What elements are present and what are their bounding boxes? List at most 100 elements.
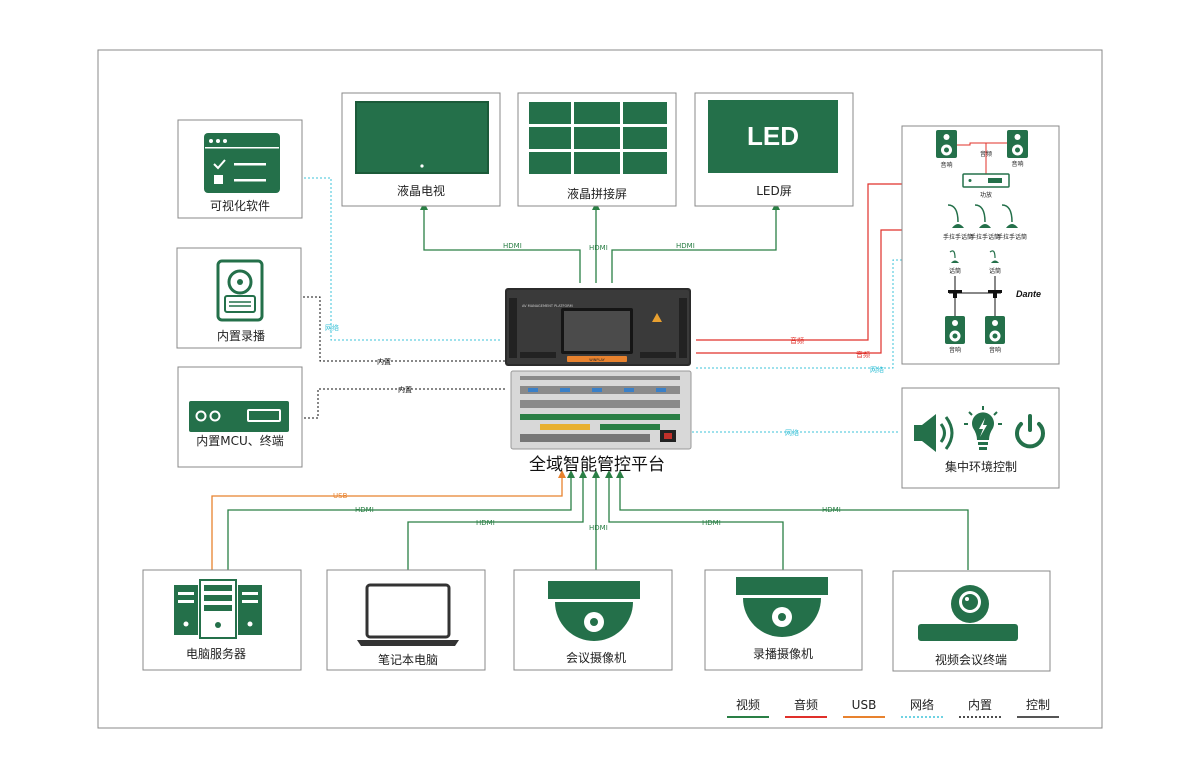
rack-brand: WINPLAY xyxy=(589,358,605,362)
mic2-label-2: 话筒 xyxy=(989,267,1001,275)
dome-camera-icon xyxy=(736,577,828,637)
builtin-line-mcu xyxy=(302,388,505,419)
legend-label: 视频 xyxy=(736,697,760,712)
gooseneck-mic-icon xyxy=(947,204,1013,223)
tag-audio-1: 音频 xyxy=(790,336,804,345)
tag-network-env: 网络 xyxy=(785,428,799,437)
speaker-icon xyxy=(985,316,1005,344)
tag-hdmi-3: HDMI xyxy=(676,242,695,250)
tag-hdmi-terminal: HDMI xyxy=(822,506,841,514)
speaker-icon xyxy=(936,130,957,158)
connection-tags: HDMI HDMI HDMI 网络 内置 内置 音频 音频 网络 网络 USB … xyxy=(325,242,884,532)
recorder-box: 内置录播 xyxy=(176,247,302,349)
hdmi-line-server xyxy=(227,476,572,570)
legend-label: USB xyxy=(852,698,877,712)
speaker-icon xyxy=(945,316,965,344)
legend-label: 网络 xyxy=(910,697,934,712)
speaker-icon xyxy=(1007,130,1028,158)
conf-camera-label: 会议摄像机 xyxy=(566,650,626,665)
legend-label: 内置 xyxy=(968,698,992,712)
mcu-box: 内置MCU、终端 xyxy=(177,366,303,468)
tv-screen-icon xyxy=(355,101,489,174)
conf-camera-box: 会议摄像机 xyxy=(513,569,673,671)
tag-hdmi-confcam: HDMI xyxy=(589,524,608,532)
software-box: 可视化软件 xyxy=(177,119,303,219)
hard-disk-icon xyxy=(216,259,264,322)
server-box: 电脑服务器 xyxy=(142,569,302,671)
connection-lines xyxy=(211,177,969,570)
laptop-box: 笔记本电脑 xyxy=(326,569,486,671)
server-icon xyxy=(174,579,262,639)
small-mic-icon xyxy=(949,250,999,263)
platform-title: 全域智能管控平台 xyxy=(529,455,665,475)
legend: 视频 音频 USB 网络 内置 控制 xyxy=(727,697,1059,718)
management-platform: AV MANAGEMENT PLATFORM WINPLAY xyxy=(505,288,692,475)
legend-label: 控制 xyxy=(1026,698,1050,712)
amplifier-icon xyxy=(962,173,1010,188)
power-icon xyxy=(1015,414,1045,449)
volume-icon xyxy=(914,414,954,452)
video-terminal-box: 视频会议终端 xyxy=(892,570,1051,672)
tag-usb: USB xyxy=(333,492,348,500)
video-terminal-icon xyxy=(918,585,1018,641)
tag-network-software: 网络 xyxy=(325,323,339,332)
recorder-label: 内置录播 xyxy=(217,329,265,343)
video-wall-icon xyxy=(529,102,667,174)
amplifier-label: 功放 xyxy=(980,191,992,199)
speaker-label-bl: 音响 xyxy=(949,346,961,354)
env-control-label: 集中环境控制 xyxy=(945,459,1017,474)
tag-audio-2: 音频 xyxy=(856,350,870,359)
hdmi-line-laptop xyxy=(407,476,584,570)
tag-hdmi-1: HDMI xyxy=(503,242,522,250)
mic-label-2: 手拉手话筒 xyxy=(970,233,1000,241)
network-line-software xyxy=(300,177,500,341)
video-wall-label: 液晶拼接屏 xyxy=(567,186,627,201)
mcu-device-icon xyxy=(189,401,289,432)
led-screen-label: LED屏 xyxy=(756,184,792,198)
display-video-wall: 液晶拼接屏 xyxy=(517,92,677,207)
mic-label-3: 手拉手话筒 xyxy=(997,233,1027,241)
hdmi-line-lcd xyxy=(423,208,581,283)
dome-camera-icon xyxy=(548,581,640,641)
matrix-io-unit xyxy=(510,370,692,450)
rec-camera-label: 录播摄像机 xyxy=(753,646,813,661)
rack-banner: AV MANAGEMENT PLATFORM xyxy=(522,304,573,308)
audio-tag-panel: 音频 xyxy=(980,150,992,158)
laptop-icon xyxy=(357,583,459,646)
tag-builtin-mcu: 内置 xyxy=(398,385,412,394)
tag-network-audio: 网络 xyxy=(870,365,884,374)
tag-hdmi-server: HDMI xyxy=(355,506,374,514)
tag-hdmi-2: HDMI xyxy=(589,244,608,252)
mic2-label-1: 话筒 xyxy=(949,267,961,275)
dante-logo: Dante xyxy=(1016,289,1041,299)
speaker-label-br: 音响 xyxy=(989,346,1001,354)
laptop-label: 笔记本电脑 xyxy=(378,652,438,667)
environment-control-box: 集中环境控制 xyxy=(901,387,1060,489)
builtin-line-recorder xyxy=(300,296,505,362)
display-led: LED LED屏 xyxy=(694,92,854,207)
server-label: 电脑服务器 xyxy=(186,646,246,661)
speaker-label-tr: 音响 xyxy=(1011,160,1023,168)
mcu-label: 内置MCU、终端 xyxy=(196,433,284,448)
control-host-unit: AV MANAGEMENT PLATFORM WINPLAY xyxy=(505,288,691,366)
usb-line-server xyxy=(211,476,563,570)
tag-hdmi-reccam: HDMI xyxy=(702,519,721,527)
audio-system-box: 音响 音响 音频 功放 手拉手话筒 手拉手话筒 手拉手话筒 xyxy=(901,125,1060,365)
led-screen-icon xyxy=(708,100,838,173)
speaker-label-tl: 音响 xyxy=(940,161,952,169)
legend-label: 音频 xyxy=(794,697,818,712)
rec-camera-box: 录播摄像机 xyxy=(704,569,863,671)
hdmi-line-terminal xyxy=(619,476,969,570)
software-label: 可视化软件 xyxy=(210,198,270,213)
led-big-text: LED xyxy=(747,121,799,151)
hdmi-line-reccam xyxy=(608,476,784,570)
hdmi-line-led xyxy=(611,208,777,283)
software-window-icon xyxy=(204,133,280,193)
tag-builtin-recorder: 内置 xyxy=(377,357,391,366)
display-lcd-tv: 液晶电视 xyxy=(341,92,501,207)
mic-label-1: 手拉手话筒 xyxy=(943,233,973,241)
video-terminal-label: 视频会议终端 xyxy=(935,652,1007,667)
smart-bulb-icon xyxy=(964,406,1002,450)
tag-hdmi-laptop: HDMI xyxy=(476,519,495,527)
